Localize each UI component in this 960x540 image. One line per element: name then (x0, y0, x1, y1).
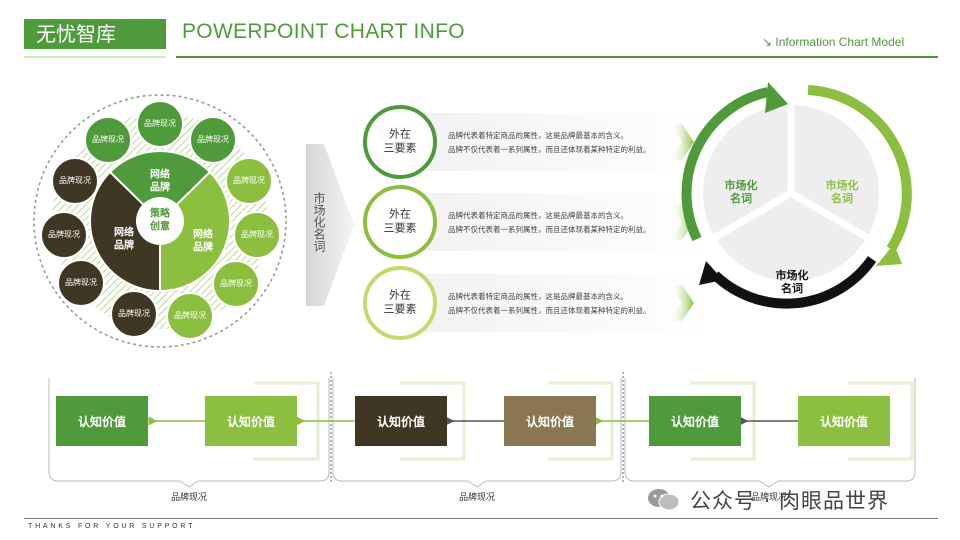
brand-bubble-5 (233, 211, 281, 259)
element-desc-line1: 品牌代表着特定商品的属性，这是品牌最基本的含义。 (448, 131, 628, 140)
brand-bubble-4 (225, 157, 273, 205)
brand-bubble-label: 品牌现况 (220, 279, 252, 288)
page-subtitle: ↘ Information Chart Model (762, 35, 905, 49)
element-arrow-1 (670, 124, 694, 160)
flow-caption-2: 品牌现况 (458, 493, 496, 503)
footer-rule (24, 518, 938, 519)
brand-bubble-label: 品牌现况 (233, 176, 265, 185)
element-desc-line2: 品牌不仅代表着一系列属性，而且还体现着某种特定的利益。 (448, 225, 651, 234)
cycle-left-label: 市场化 名词 (724, 178, 758, 205)
brand-bubble-1 (84, 116, 132, 164)
chevron-label: 市场化名词 (312, 192, 326, 252)
brand-bubble-7 (166, 292, 214, 340)
wechat-icon (648, 489, 680, 511)
segment-top-label: 网络 品牌 (150, 169, 170, 194)
brand-bubble-label: 品牌现况 (59, 176, 91, 185)
flow-box-1: 认知价值 (56, 396, 148, 446)
brand-bubble-label: 品牌现况 (241, 230, 273, 239)
segment-left-label: 网络 品牌 (114, 227, 134, 252)
element-circle-2 (363, 185, 437, 259)
header-rule (176, 56, 938, 58)
cycle-diagram (681, 82, 912, 309)
element-desc-line2: 品牌不仅代表着一系列属性，而且还体现着某种特定的利益。 (448, 145, 651, 154)
flow-box-2: 认知价值 (205, 396, 297, 446)
cycle-arc-green (681, 87, 770, 242)
watermark-text: 公众号 · 肉眼品世界 (690, 489, 890, 513)
brand-bubble-label: 品牌现况 (174, 311, 206, 320)
footer-text: THANKS FOR YOUR SUPPORT (28, 523, 196, 530)
cluster-outer-dashed-ring (33, 94, 287, 348)
flow-caption-1: 品牌现况 (170, 493, 208, 503)
brand-bubble-label: 品牌现况 (65, 278, 97, 287)
brand-bubble-8 (110, 290, 158, 338)
cycle-right-label: 市场化 名词 (825, 178, 859, 205)
brand-bubble-6 (212, 260, 260, 308)
flow-section (48, 372, 916, 488)
element-desc-line1: 品牌代表着特定商品的属性，这是品牌最基本的含义。 (448, 211, 628, 220)
element-desc-line1: 品牌代表着特定商品的属性，这是品牌最基本的含义。 (448, 292, 628, 301)
cycle-arc-lightgreen (807, 85, 912, 252)
element-band-3 (398, 274, 710, 332)
brand-cluster (33, 94, 287, 348)
logo-underline (24, 56, 166, 58)
element-band-2 (398, 193, 710, 251)
segment-right (159, 170, 232, 293)
cycle-bottom-label: 市场化 名词 (775, 268, 809, 295)
page-title: POWERPOINT CHART INFO (182, 20, 465, 43)
brand-bubble-9 (57, 259, 105, 307)
element-label-3: 外在 三要素 (383, 288, 417, 316)
element-label-2: 外在 三要素 (383, 207, 417, 235)
brand-bubble-label: 品牌现况 (197, 135, 229, 144)
element-arrow-3 (670, 285, 694, 321)
element-desc-line2: 品牌不仅代表着一系列属性，而且还体现着某种特定的利益。 (448, 306, 651, 315)
brand-bubble-label: 品牌现况 (48, 230, 80, 239)
element-circle-1 (363, 105, 437, 179)
brand-bubble-2 (136, 100, 184, 148)
segment-top (108, 149, 212, 223)
brand-bubble-10 (40, 211, 88, 259)
logo-box (24, 19, 166, 49)
brand-bubble-label: 品牌现况 (118, 309, 150, 318)
brand-bubble-11 (51, 157, 99, 205)
cycle-arc-black (711, 256, 877, 309)
element-label-1: 外在 三要素 (383, 127, 417, 155)
cluster-center-circle (136, 197, 184, 245)
element-circle-3 (363, 266, 437, 340)
segment-left (88, 170, 161, 293)
center-strategy-label: 策略 创意 (150, 208, 170, 233)
brand-bubble-label: 品牌现况 (144, 119, 176, 128)
brand-bubble-3 (189, 116, 237, 164)
flow-box-3: 认知价值 (355, 396, 447, 446)
flow-box-4: 认知价值 (504, 396, 596, 446)
element-band-1 (398, 113, 710, 171)
flow-box-5: 认知价值 (649, 396, 741, 446)
chevron-arrow (306, 144, 354, 306)
flow-caption-3: 品牌现况 (750, 493, 788, 503)
brand-bubble-label: 品牌现况 (92, 135, 124, 144)
logo-text: 无忧智库 (36, 22, 116, 46)
flow-box-6: 认知价值 (798, 396, 890, 446)
segment-right-label: 网络 品牌 (193, 229, 213, 254)
